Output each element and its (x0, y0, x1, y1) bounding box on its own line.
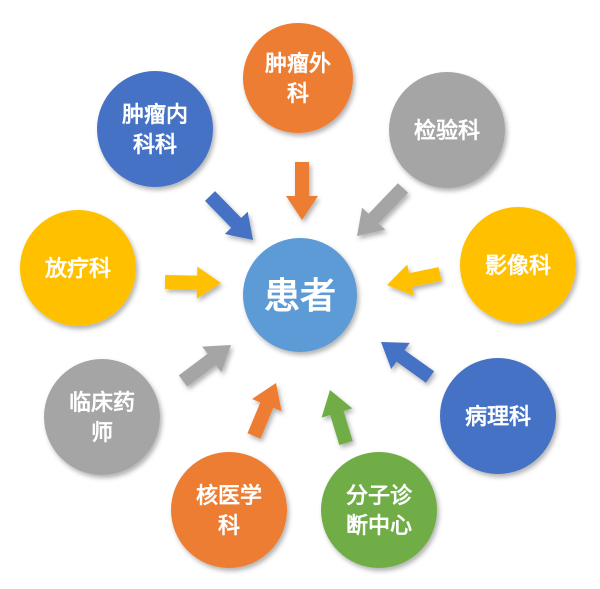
node-circle-oncology-surgery (243, 23, 353, 133)
arrow-laboratory (357, 183, 409, 236)
arrow-molecular-diagnosis (321, 390, 353, 445)
node-imaging: 影像科 (460, 207, 576, 323)
node-circle-pathology (440, 358, 556, 474)
node-circle-clinical-pharmacist (44, 359, 160, 475)
node-label-medical-oncology: 科科 (133, 133, 177, 158)
node-label-medical-oncology: 肿瘤内 (122, 102, 188, 128)
arrow-nuclear-medicine (247, 383, 282, 439)
node-circle-nuclear-medicine (171, 452, 287, 568)
node-label-nuclear-medicine: 核医学 (196, 483, 262, 509)
node-label-oncology-surgery: 科 (287, 82, 309, 107)
node-label-molecular-diagnosis: 断中心 (346, 513, 412, 539)
node-laboratory: 检验科 (389, 72, 505, 188)
node-label-pathology: 病理科 (465, 404, 531, 430)
node-label-clinical-pharmacist: 师 (91, 420, 113, 446)
arrow-clinical-pharmacist (178, 345, 231, 387)
node-pathology: 病理科 (440, 358, 556, 474)
node-radiotherapy: 放疗科 (20, 210, 136, 326)
arrow-radiotherapy (164, 266, 221, 299)
node-label-imaging: 影像科 (485, 253, 551, 279)
node-label-radiotherapy: 放疗科 (44, 256, 111, 282)
node-circle-radiotherapy (20, 210, 136, 326)
node-circle-molecular-diagnosis (321, 452, 437, 568)
node-label-nuclear-medicine: 科 (218, 514, 240, 539)
arrow-imaging (387, 264, 442, 296)
arrow-oncology-surgery (286, 162, 318, 220)
node-circle-imaging (460, 207, 576, 323)
node-label-laboratory: 检验科 (414, 118, 480, 144)
center-node (243, 238, 357, 352)
node-circle-laboratory (389, 72, 505, 188)
node-label-clinical-pharmacist: 临床药 (69, 390, 135, 416)
arrow-medical-oncology (205, 191, 253, 240)
arrow-pathology (381, 342, 435, 383)
node-label-oncology-surgery: 肿瘤外 (265, 51, 331, 77)
center-label: 患者 (264, 276, 336, 317)
node-label-molecular-diagnosis: 分子诊 (346, 483, 413, 509)
node-circle-medical-oncology (97, 71, 213, 187)
